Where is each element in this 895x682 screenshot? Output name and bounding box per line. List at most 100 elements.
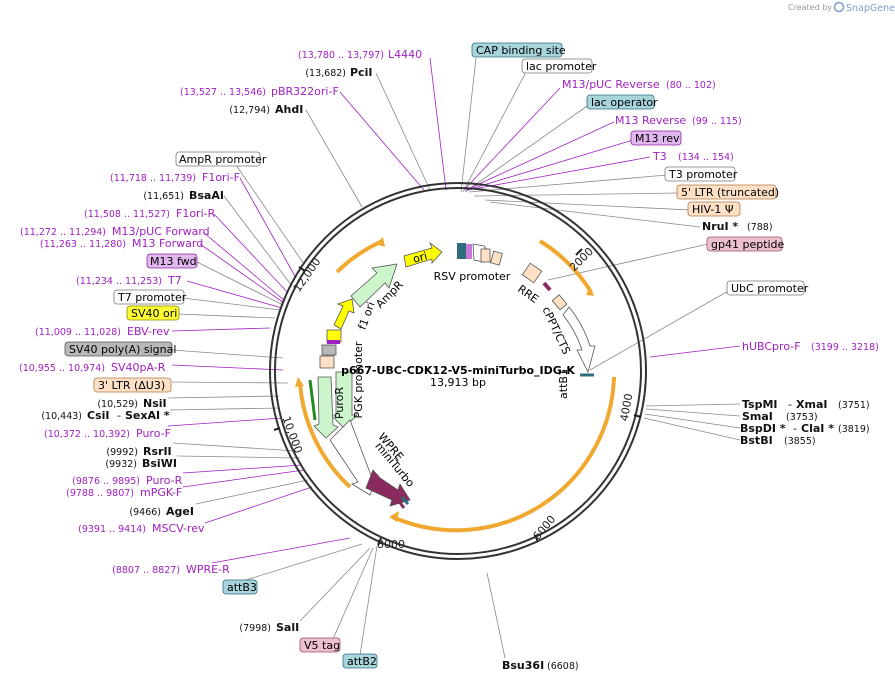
label-3-ltr-du3[interactable]: 3' LTR (ΔU3) xyxy=(93,377,172,393)
enzyme-nsii[interactable]: (10,529)NsiI xyxy=(97,397,166,410)
svg-text:ClaI *: ClaI * xyxy=(801,422,834,435)
primer-t3[interactable]: T3(134 .. 154) xyxy=(652,150,734,163)
enzyme-pcii[interactable]: (13,682)PciI xyxy=(305,66,372,79)
svg-text:(10,372 .. 10,392): (10,372 .. 10,392) xyxy=(44,429,130,440)
enzyme-sali[interactable]: (7998)SalI xyxy=(239,621,299,634)
feature-3ltr-block xyxy=(319,355,335,369)
svg-text:-: - xyxy=(117,409,121,422)
label-m13-fwd[interactable]: M13 fwd xyxy=(146,253,198,269)
enzyme-csii-sexai[interactable]: (10,443) CsiI - SexAI * xyxy=(41,409,170,422)
svg-text:(11,718 .. 11,739): (11,718 .. 11,739) xyxy=(110,173,196,184)
snapgene-brand: SnapGene xyxy=(846,3,895,14)
svg-text:AhdI: AhdI xyxy=(275,103,303,116)
enzyme-bsu36i[interactable]: Bsu36I(6608) xyxy=(502,659,579,672)
enzyme-bsiwi[interactable]: (9932)BsiWI xyxy=(105,457,177,470)
label-attb3[interactable]: attB3 xyxy=(222,579,258,595)
label-ubc-promoter[interactable]: UbC promoter xyxy=(726,280,809,296)
label-hiv1-psi[interactable]: HIV-1 Ψ xyxy=(687,201,741,217)
svg-text:(8807 .. 8827): (8807 .. 8827) xyxy=(112,565,180,576)
leader-mpgk xyxy=(182,469,305,488)
feature-cap-bar xyxy=(457,243,466,259)
svg-text:(9876 .. 9895): (9876 .. 9895) xyxy=(72,476,140,487)
svg-text:M13 Forward: M13 Forward xyxy=(132,237,203,250)
svg-text:(11,651): (11,651) xyxy=(143,191,184,202)
label-m13-rev[interactable]: M13 rev xyxy=(630,130,682,146)
label-5-ltr-truncated[interactable]: 5' LTR (truncated) xyxy=(676,184,779,200)
svg-text:(3855): (3855) xyxy=(784,436,816,447)
enzyme-nrui[interactable]: NruI *(788) xyxy=(702,220,773,233)
svg-text:(80 .. 102): (80 .. 102) xyxy=(666,80,716,91)
enzyme-tspmi-xmai[interactable]: TspMI - XmaI (3751) xyxy=(742,398,870,411)
label-sv40-polya-signal[interactable]: SV40 poly(A) signal xyxy=(64,341,176,357)
svg-text:WPRE-R: WPRE-R xyxy=(186,563,230,576)
svg-text:(6608): (6608) xyxy=(547,661,579,672)
enzyme-ahdi[interactable]: (12,794)AhdI xyxy=(229,103,303,116)
svg-text:(134 .. 154): (134 .. 154) xyxy=(678,152,734,163)
tick-label-4000: 4000 xyxy=(618,392,636,422)
leader-t7 xyxy=(186,280,283,309)
svg-text:NruI *: NruI * xyxy=(702,220,738,233)
enzyme-bspdi-clai[interactable]: BspDI * - ClaI * (3819) xyxy=(740,422,870,435)
svg-text:TspMI: TspMI xyxy=(742,398,778,411)
primer-m13-puc-forward[interactable]: (11,272 .. 11,294)M13/pUC Forward xyxy=(20,225,210,238)
feature-sv40pa-block xyxy=(321,344,337,356)
leader-m13-reverse xyxy=(465,121,615,191)
primer-hubcpro-f[interactable]: hUBCpro-F(3199 .. 3218) xyxy=(742,340,879,353)
svg-text:M13 fwd: M13 fwd xyxy=(150,255,197,268)
svg-text:lac promoter: lac promoter xyxy=(526,60,597,73)
label-sv40-ori[interactable]: SV40 ori xyxy=(126,305,180,321)
enzyme-rsrii[interactable]: (9992)RsrII xyxy=(106,445,171,458)
label-v5-tag[interactable]: V5 tag xyxy=(299,637,341,653)
label-lac-promoter[interactable]: lac promoter xyxy=(521,58,597,74)
svg-text:PciI: PciI xyxy=(350,66,372,79)
primer-t7[interactable]: (11,234 .. 11,253)T7 xyxy=(76,274,182,287)
primer-f1ori-r[interactable]: (11,508 .. 11,527)F1ori-R xyxy=(84,207,216,220)
leader-hubcpro xyxy=(649,345,741,358)
primer-puro-f[interactable]: (10,372 .. 10,392)Puro-F xyxy=(44,427,171,440)
enzyme-agei[interactable]: (9466)AgeI xyxy=(129,505,194,518)
primer-m13-forward[interactable]: (11,263 .. 11,280)M13 Forward xyxy=(40,237,203,250)
svg-text:MSCV-rev: MSCV-rev xyxy=(152,522,205,535)
label-t3-promoter[interactable]: T3 promoter xyxy=(664,166,738,182)
label-t7-promoter[interactable]: T7 promoter xyxy=(113,289,187,305)
primer-m13-puc-reverse[interactable]: M13/pUC Reverse (80 .. 102) xyxy=(562,78,716,91)
primer-m13-reverse[interactable]: M13 Reverse(99 .. 115) xyxy=(615,114,742,127)
primer-mscv-rev[interactable]: (9391 .. 9414)MSCV-rev xyxy=(78,522,205,535)
svg-text:gp41 peptide: gp41 peptide xyxy=(711,238,785,251)
leader-tspmi xyxy=(645,403,741,407)
svg-text:M13/pUC Reverse: M13/pUC Reverse xyxy=(562,78,660,91)
svg-text:(3819): (3819) xyxy=(838,424,870,435)
boxed-labels: CAP binding site lac promoter lac operat… xyxy=(64,42,809,669)
label-gp41-peptide[interactable]: gp41 peptide xyxy=(706,236,785,252)
leader-hiv xyxy=(484,199,691,211)
feature-rre-label: RRE xyxy=(515,282,541,305)
primer-pbr322ori-f[interactable]: (13,527 .. 13,546)pBR322ori-F xyxy=(180,85,339,98)
svg-text:EBV-rev: EBV-rev xyxy=(127,325,170,338)
enzyme-smai[interactable]: SmaI(3753) xyxy=(742,410,818,423)
feature-ebv-bar xyxy=(327,340,340,344)
primer-l4440[interactable]: (13,780 .. 13,797)L4440 xyxy=(298,48,422,61)
primer-wpre-r[interactable]: (8807 .. 8827) WPRE-R xyxy=(112,563,230,576)
primer-ebv-rev[interactable]: (11,009 .. 11,028)EBV-rev xyxy=(35,325,170,338)
label-attb2[interactable]: attB2 xyxy=(342,653,378,669)
primer-f1ori-f[interactable]: (11,718 .. 11,739)F1ori-F xyxy=(110,171,240,184)
orf-arc-left xyxy=(298,382,352,489)
leader-t3-promoter xyxy=(468,174,668,193)
feature-attb2-bar xyxy=(400,496,410,505)
leader-puro-r xyxy=(182,464,303,474)
leader-t3 xyxy=(467,156,651,191)
enzyme-bstbi[interactable]: BstBI(3855) xyxy=(740,434,816,447)
primer-sv40pa-r[interactable]: (10,955 .. 10,974)SV40pA-R xyxy=(19,361,166,374)
label-ampr-promoter[interactable]: AmpR promoter xyxy=(175,151,267,167)
svg-text:HIV-1 Ψ: HIV-1 Ψ xyxy=(692,203,734,216)
leader-sv40pa-r xyxy=(171,364,284,371)
feature-hiv-block xyxy=(490,250,503,266)
svg-text:(99 .. 115): (99 .. 115) xyxy=(692,116,742,127)
label-lac-operator[interactable]: lac operator xyxy=(586,94,658,110)
svg-text:F1ori-R: F1ori-R xyxy=(176,207,216,220)
label-cap-binding-site[interactable]: CAP binding site xyxy=(471,42,566,58)
enzyme-bsaai[interactable]: (11,651)BsaAI xyxy=(143,189,224,202)
svg-text:L4440: L4440 xyxy=(388,48,422,61)
primer-puro-r[interactable]: (9876 .. 9895)Puro-R xyxy=(72,474,182,487)
primer-mpgk-f[interactable]: (9788 .. 9807)mPGK-F xyxy=(66,486,182,499)
